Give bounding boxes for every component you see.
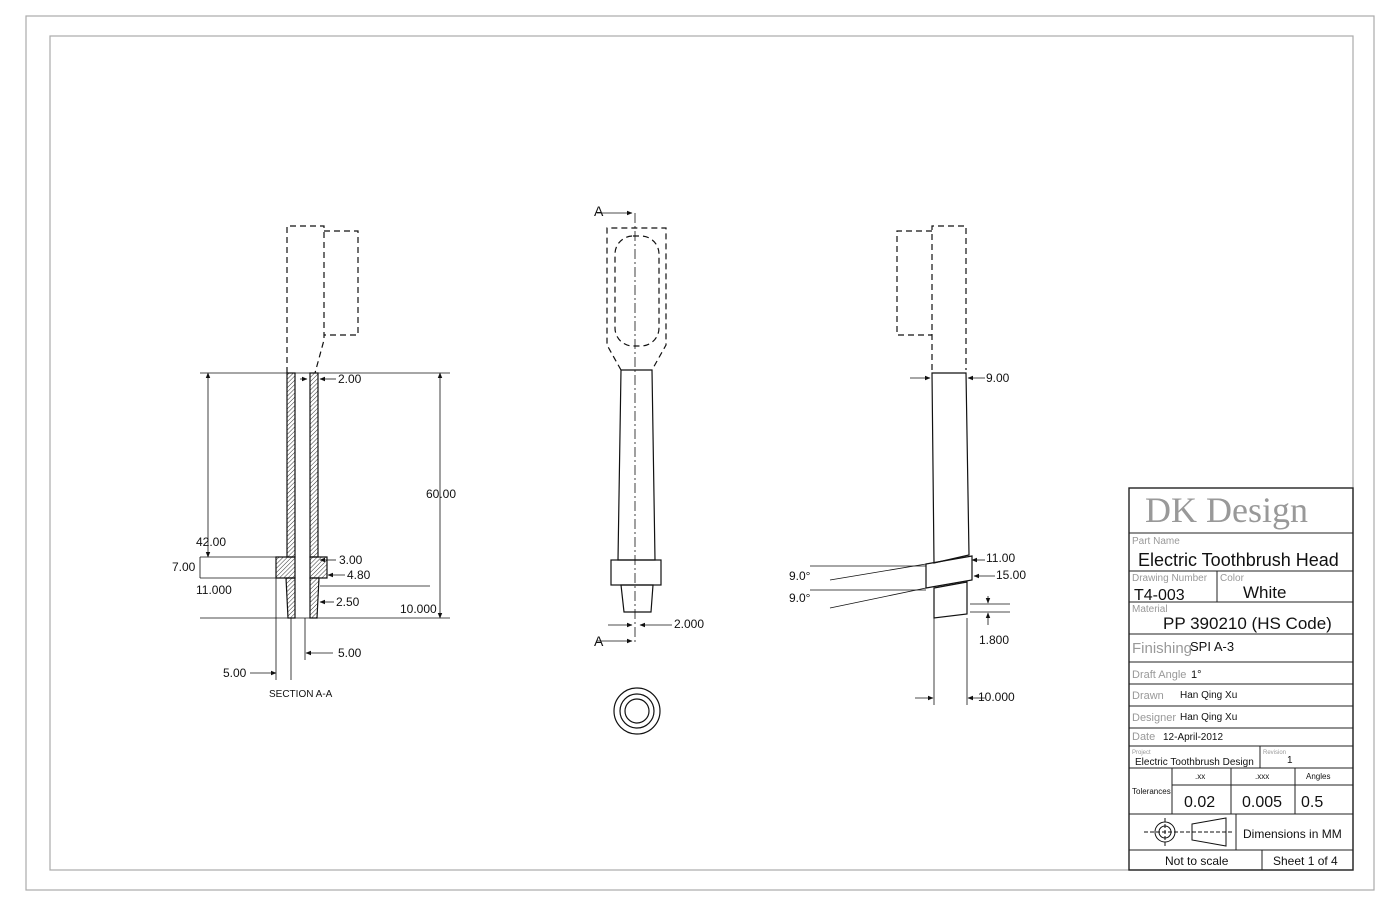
side-collar — [925, 555, 973, 589]
dim-lower-length: 11.000 — [196, 583, 232, 597]
side-neck — [931, 372, 970, 564]
dim-total-length: 60.00 — [426, 487, 456, 501]
scale-note: Not to scale — [1165, 854, 1229, 868]
date-value: 12-April-2012 — [1163, 732, 1223, 743]
dim-angle-bottom: 9.0° — [789, 591, 811, 605]
section-caption: SECTION A-A — [269, 689, 333, 700]
front-tip — [620, 584, 654, 613]
drawn-value: Han Qing Xu — [1180, 690, 1237, 701]
part-name-value: Electric Toothbrush Head — [1138, 550, 1339, 570]
dim-tip-length: 10.000 — [400, 602, 437, 616]
end-view-mid — [619, 693, 655, 729]
dim-collar-top: 11.00 — [986, 551, 1015, 565]
end-view-inner — [624, 698, 650, 724]
finishing-value: SPI A-3 — [1190, 639, 1234, 654]
title-block — [1128, 487, 1354, 871]
section-right-tip — [309, 577, 320, 619]
dim-tip-wall: 2.50 — [336, 595, 360, 609]
tol-value-xx: 0.02 — [1184, 794, 1215, 811]
dim-top-width: 9.00 — [986, 371, 1010, 385]
section-right-wall — [309, 372, 319, 558]
dim-collar-height: 7.00 — [172, 560, 196, 574]
color-value: White — [1243, 583, 1286, 602]
revision-value: 1 — [1287, 755, 1293, 766]
dim-bore-width: 5.00 — [223, 666, 247, 680]
drawing-number-label: Drawing Number — [1132, 573, 1208, 584]
section-phantom-head — [286, 225, 325, 374]
side-tip — [933, 581, 968, 619]
tol-header-xxx: .xxx — [1255, 772, 1269, 781]
section-left-wall — [286, 372, 296, 558]
front-view — [597, 210, 672, 735]
section-right-collar — [309, 556, 328, 579]
section-view — [199, 225, 450, 680]
dim-tip-width: 5.00 — [338, 646, 362, 660]
designer-label: Designer — [1132, 712, 1176, 724]
projection-symbol-icon — [1144, 817, 1232, 847]
date-label: Date — [1132, 731, 1155, 743]
side-phantom-head — [931, 225, 967, 370]
drawn-label: Drawn — [1132, 690, 1164, 702]
end-view-outer — [613, 687, 661, 735]
tol-value-angles: 0.5 — [1301, 794, 1323, 811]
designer-value: Han Qing Xu — [1180, 712, 1237, 723]
material-value: PP 390210 (HS Code) — [1163, 614, 1332, 633]
front-phantom-head — [606, 227, 667, 371]
sheet-number: Sheet 1 of 4 — [1273, 854, 1338, 868]
outer-border — [25, 15, 1375, 891]
front-neck — [617, 369, 656, 561]
front-collar — [610, 559, 662, 586]
color-label: Color — [1220, 573, 1245, 584]
section-mark-bottom: A — [594, 633, 604, 649]
side-phantom-bristle — [896, 230, 932, 336]
section-mark-top: A — [594, 203, 604, 219]
dim-collar-outer: 4.80 — [347, 568, 371, 582]
section-left-tip — [285, 577, 296, 619]
project-label: Project — [1132, 750, 1151, 756]
section-phantom-bristle — [324, 230, 359, 336]
dim-wall: 2.00 — [338, 372, 362, 386]
company-name: DK Design — [1145, 490, 1308, 530]
dim-step: 1.800 — [979, 633, 1009, 647]
tolerances-label: Tolerances — [1132, 787, 1171, 796]
inner-border — [49, 35, 1354, 871]
dim-slot-width: 2.000 — [674, 617, 704, 631]
dim-collar-bottom: 15.00 — [996, 568, 1026, 582]
finishing-label: Finishing — [1132, 640, 1192, 657]
material-label: Material — [1132, 604, 1168, 615]
revision-label: Revision — [1263, 750, 1286, 756]
dim-base-width: 10.000 — [978, 690, 1015, 704]
section-left-collar — [275, 556, 296, 579]
front-phantom-bristle — [614, 235, 660, 347]
draft-angle-value: 1° — [1191, 669, 1202, 681]
project-value: Electric Toothbrush Design — [1135, 757, 1254, 768]
drawing-number-value: T4-003 — [1134, 587, 1185, 604]
dim-upper-length: 42.00 — [196, 535, 226, 549]
draft-angle-label: Draft Angle — [1132, 669, 1186, 681]
units-note: Dimensions in MM — [1243, 827, 1342, 841]
side-view — [810, 225, 1010, 705]
dim-angle-top: 9.0° — [789, 569, 811, 583]
part-name-label: Part Name — [1132, 536, 1180, 547]
dim-collar-inner: 3.00 — [339, 553, 363, 567]
tol-header-xx: .xx — [1195, 772, 1205, 781]
tol-header-angles: Angles — [1306, 772, 1330, 781]
tol-value-xxx: 0.005 — [1242, 794, 1282, 811]
